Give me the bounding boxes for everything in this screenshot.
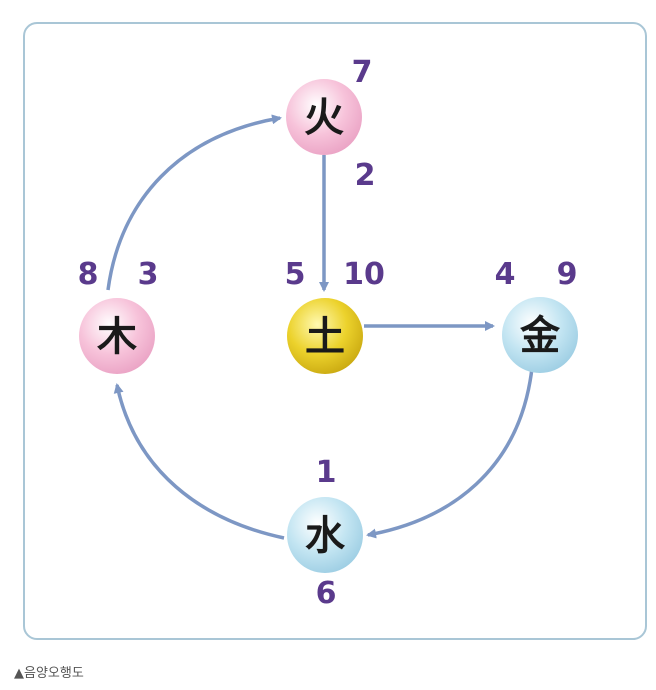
node-metal-number-right: 9 <box>557 257 578 292</box>
node-wood: 木 8 3 <box>78 257 159 374</box>
node-earth-number-right: 10 <box>343 257 385 292</box>
node-water-number-upper: 1 <box>316 455 337 490</box>
node-earth-number-left: 5 <box>285 257 306 292</box>
arrow-wood-to-fire <box>106 114 282 291</box>
node-fire-number-upper: 7 <box>352 55 373 90</box>
node-earth: 土 5 10 <box>285 257 385 374</box>
node-metal: 金 4 9 <box>495 257 578 373</box>
node-fire-number-lower: 2 <box>355 158 376 193</box>
node-water-circle <box>287 497 363 573</box>
node-wood-number-left: 8 <box>78 257 99 292</box>
node-metal-circle <box>502 297 578 373</box>
node-fire: 火 7 2 <box>286 55 375 193</box>
five-elements-diagram: 火 7 2 土 5 10 金 4 9 水 1 6 木 8 3 <box>78 55 578 611</box>
node-earth-char: 土 <box>305 313 345 360</box>
arrow-metal-to-water <box>366 367 534 539</box>
node-wood-number-right: 3 <box>138 257 159 292</box>
node-fire-circle <box>286 79 362 155</box>
node-metal-number-left: 4 <box>495 257 516 292</box>
node-wood-circle <box>79 298 155 374</box>
node-fire-char: 火 <box>304 94 344 141</box>
node-metal-char: 金 <box>519 312 561 359</box>
arrow-water-to-wood <box>113 383 285 540</box>
node-water: 水 1 6 <box>287 455 363 611</box>
node-earth-circle <box>287 298 363 374</box>
node-water-char: 水 <box>305 512 346 559</box>
node-water-number-lower: 6 <box>316 576 337 611</box>
diagram-caption: ▲음양오행도 <box>14 666 84 681</box>
node-wood-char: 木 <box>97 313 137 360</box>
